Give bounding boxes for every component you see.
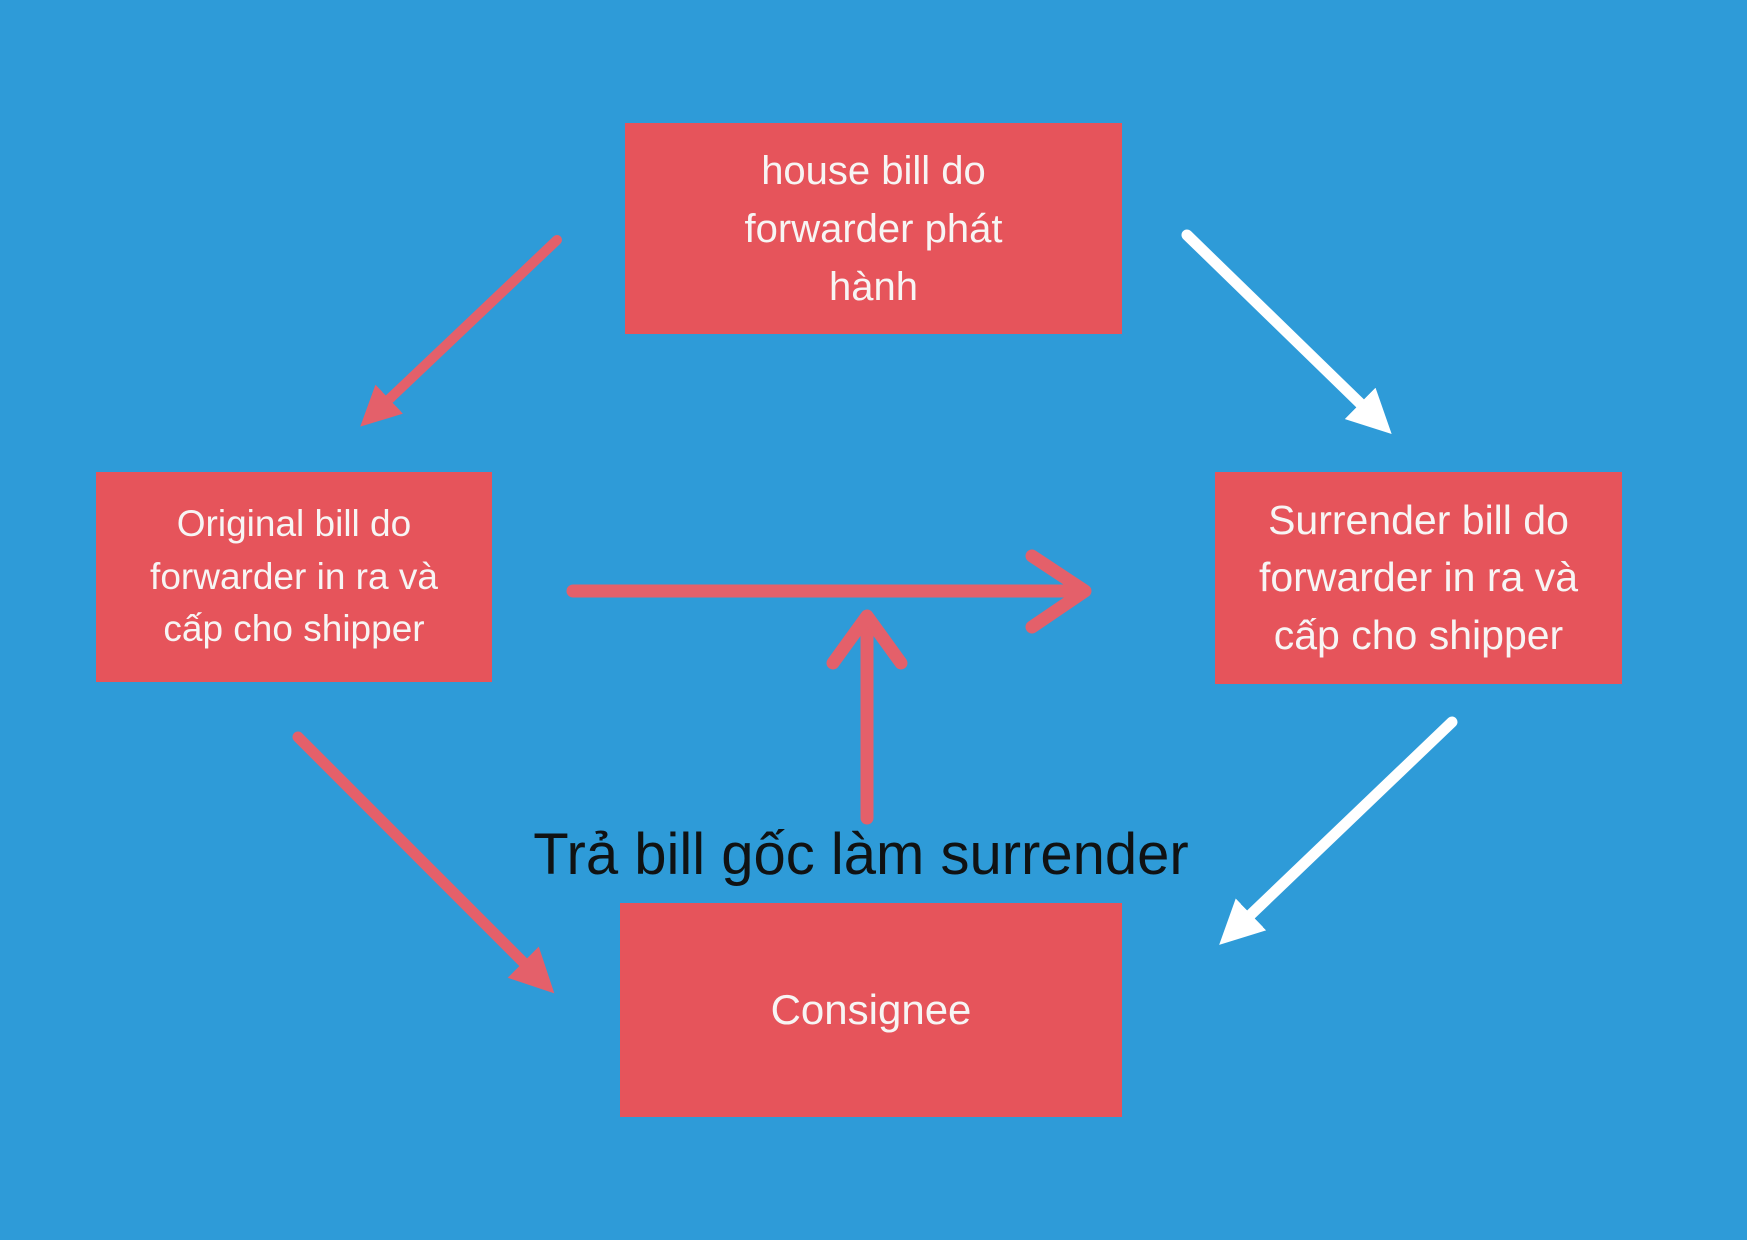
box-house-bill: house bill do forwarder phát hành	[625, 123, 1122, 334]
box-consignee: Consignee	[620, 903, 1122, 1117]
arrow-house-to-surrender	[1181, 229, 1392, 435]
box-original-bill: Original bill do forwarder in ra và cấp …	[96, 472, 492, 682]
caption-tra-bill-goc: Trả bill gốc làm surrender	[533, 822, 1189, 887]
arrow-original-to-consignee	[292, 731, 555, 994]
arrow-house-to-original	[360, 235, 562, 427]
box-surrender-bill: Surrender bill do forwarder in ra và cấp…	[1215, 472, 1622, 684]
arrow-original-to-surrender-head	[1025, 549, 1092, 634]
arrow-surrender-to-consignee	[1219, 716, 1458, 945]
arrow-consignee-up-head	[826, 609, 908, 670]
